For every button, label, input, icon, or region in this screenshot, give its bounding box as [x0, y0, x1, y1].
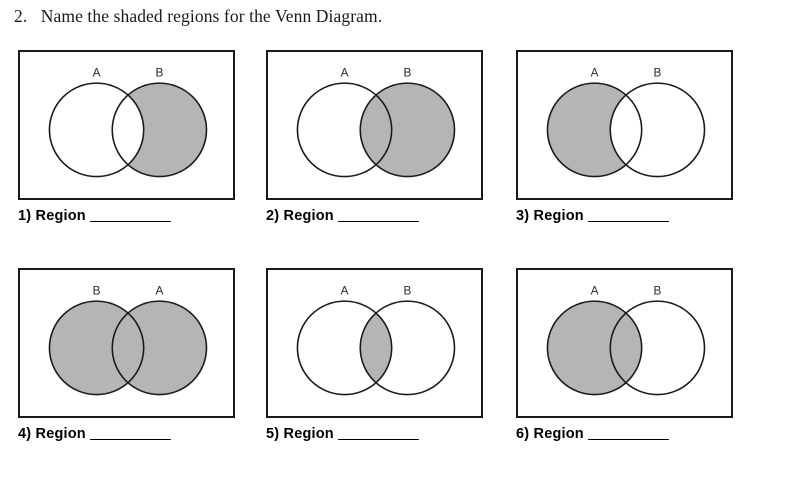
venn-box-5: A B: [266, 268, 483, 418]
circle-b-outline-6: [609, 300, 706, 396]
venn-svg-5: A B: [296, 284, 456, 396]
venn-box-3: A B: [516, 50, 733, 200]
circle-a-outline-5: [296, 300, 393, 396]
circle-b-outline-3: [609, 82, 706, 178]
region-answer-blank-4[interactable]: __________: [90, 426, 171, 442]
region-answer-blank-1[interactable]: __________: [90, 208, 171, 224]
region-answer-blank-6[interactable]: __________: [588, 426, 669, 442]
set-label-right-2: B: [403, 66, 411, 79]
venn-svg-2: A B: [296, 66, 456, 178]
circle-left-outline-4: [48, 300, 145, 396]
unshaded-region-b-3: [610, 83, 705, 177]
set-label-right-3: B: [653, 66, 661, 79]
circle-b-outline-5: [359, 300, 456, 396]
region-answer-blank-3[interactable]: __________: [588, 208, 669, 224]
region-answer-label-5: 5) Region: [266, 426, 339, 442]
venn-svg-1: A B: [48, 66, 208, 178]
set-label-left-5: A: [341, 284, 349, 297]
set-label-right-6: B: [653, 284, 661, 297]
region-answer-blank-2[interactable]: __________: [338, 208, 419, 224]
set-label-left-6: A: [591, 284, 599, 297]
shaded-intersection-5: [360, 301, 392, 395]
venn-diagram-6: A B 6) Region __________: [516, 268, 733, 442]
region-answer-label-2: 2) Region: [266, 208, 339, 224]
region-answer-blank-5[interactable]: __________: [338, 426, 419, 442]
region-answer-6: 6) Region __________: [516, 426, 669, 442]
region-answer-label-4: 4) Region: [18, 426, 91, 442]
venn-box-4: B A: [18, 268, 235, 418]
region-answer-1: 1) Region __________: [18, 208, 171, 224]
set-label-right-4: A: [155, 284, 163, 297]
set-label-right-1: B: [155, 66, 163, 79]
region-answer-label-1: 1) Region: [18, 208, 91, 224]
set-label-left-3: A: [591, 66, 599, 79]
region-answer-5: 5) Region __________: [266, 426, 419, 442]
venn-box-1: A B: [18, 50, 235, 200]
shaded-region-a-6: [547, 301, 642, 395]
venn-diagram-2: A B 2) Region __________: [266, 50, 483, 224]
venn-diagram-1: A B 1) Region __________: [18, 50, 235, 224]
venn-diagram-5: A B 5) Region __________: [266, 268, 483, 442]
circle-b-outline-2: [359, 82, 456, 178]
venn-box-2: A B: [266, 50, 483, 200]
circle-right-outline-4: [111, 300, 208, 396]
venn-svg-4: B A: [48, 284, 208, 396]
region-answer-4: 4) Region __________: [18, 426, 171, 442]
venn-svg-3: A B: [546, 66, 706, 178]
venn-box-6: A B: [516, 268, 733, 418]
region-answer-3: 3) Region __________: [516, 208, 669, 224]
circle-a-outline-6: [546, 300, 643, 396]
question-title: 2. Name the shaded regions for the Venn …: [14, 6, 383, 26]
set-label-left-2: A: [341, 66, 349, 79]
set-label-right-5: B: [403, 284, 411, 297]
unshaded-region-a-1: [49, 83, 144, 177]
circle-b-outline-1: [111, 82, 208, 178]
region-answer-2: 2) Region __________: [266, 208, 419, 224]
shaded-region-right-4: [112, 301, 207, 395]
venn-svg-6: A B: [546, 284, 706, 396]
region-answer-label-6: 6) Region: [516, 426, 589, 442]
circle-a-outline-2: [296, 82, 393, 178]
venn-diagram-4: B A 4) Region __________: [18, 268, 235, 442]
venn-diagram-3: A B 3) Region __________: [516, 50, 733, 224]
set-label-left-4: B: [93, 284, 101, 297]
set-label-left-1: A: [93, 66, 101, 79]
circle-a-outline-3: [546, 82, 643, 178]
shaded-region-b-2: [360, 83, 455, 177]
circle-a-outline-1: [48, 82, 145, 178]
region-answer-label-3: 3) Region: [516, 208, 589, 224]
